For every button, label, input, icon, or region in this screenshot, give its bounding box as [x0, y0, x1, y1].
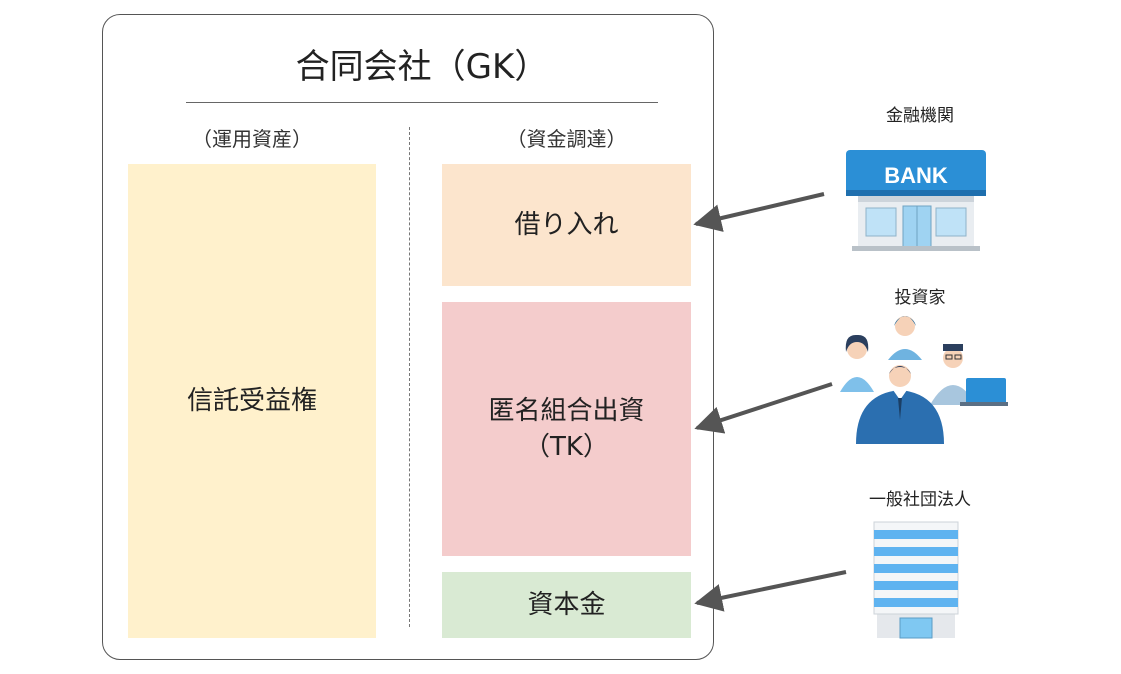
arrow-investors-to-tk — [694, 382, 833, 434]
funding-header: （資金調達） — [506, 127, 627, 151]
company-title: 合同会社（GK） — [295, 47, 549, 87]
trust-beneficiary-box: 信託受益権 — [128, 164, 376, 638]
bank-icon: BANK — [846, 150, 986, 251]
gk-company-frame — [102, 14, 714, 660]
title-divider — [186, 102, 658, 103]
capital-box: 資本金 — [442, 572, 691, 638]
investors-icon — [840, 316, 1008, 444]
investors-label: 投資家 — [894, 288, 946, 308]
loan-box: 借り入れ — [442, 164, 691, 286]
arrow-association-to-capital — [694, 570, 847, 612]
tk-abbrev-label: （TK） — [524, 432, 609, 462]
tk-investment-box: 匿名組合出資 （TK） — [442, 302, 691, 556]
bank-sign-text: BANK — [884, 163, 948, 188]
assets-header: （運用資産） — [192, 127, 312, 151]
assets-funding-divider — [409, 127, 410, 627]
loan-label: 借り入れ — [514, 210, 619, 240]
office-building-icon — [873, 521, 959, 639]
tk-investment-label: 匿名組合出資 — [488, 396, 645, 426]
trust-beneficiary-label: 信託受益権 — [186, 386, 317, 416]
bank-label: 金融機関 — [886, 106, 954, 126]
capital-label: 資本金 — [527, 590, 606, 620]
arrow-bank-to-loan — [693, 192, 825, 232]
association-label: 一般社団法人 — [869, 490, 971, 510]
